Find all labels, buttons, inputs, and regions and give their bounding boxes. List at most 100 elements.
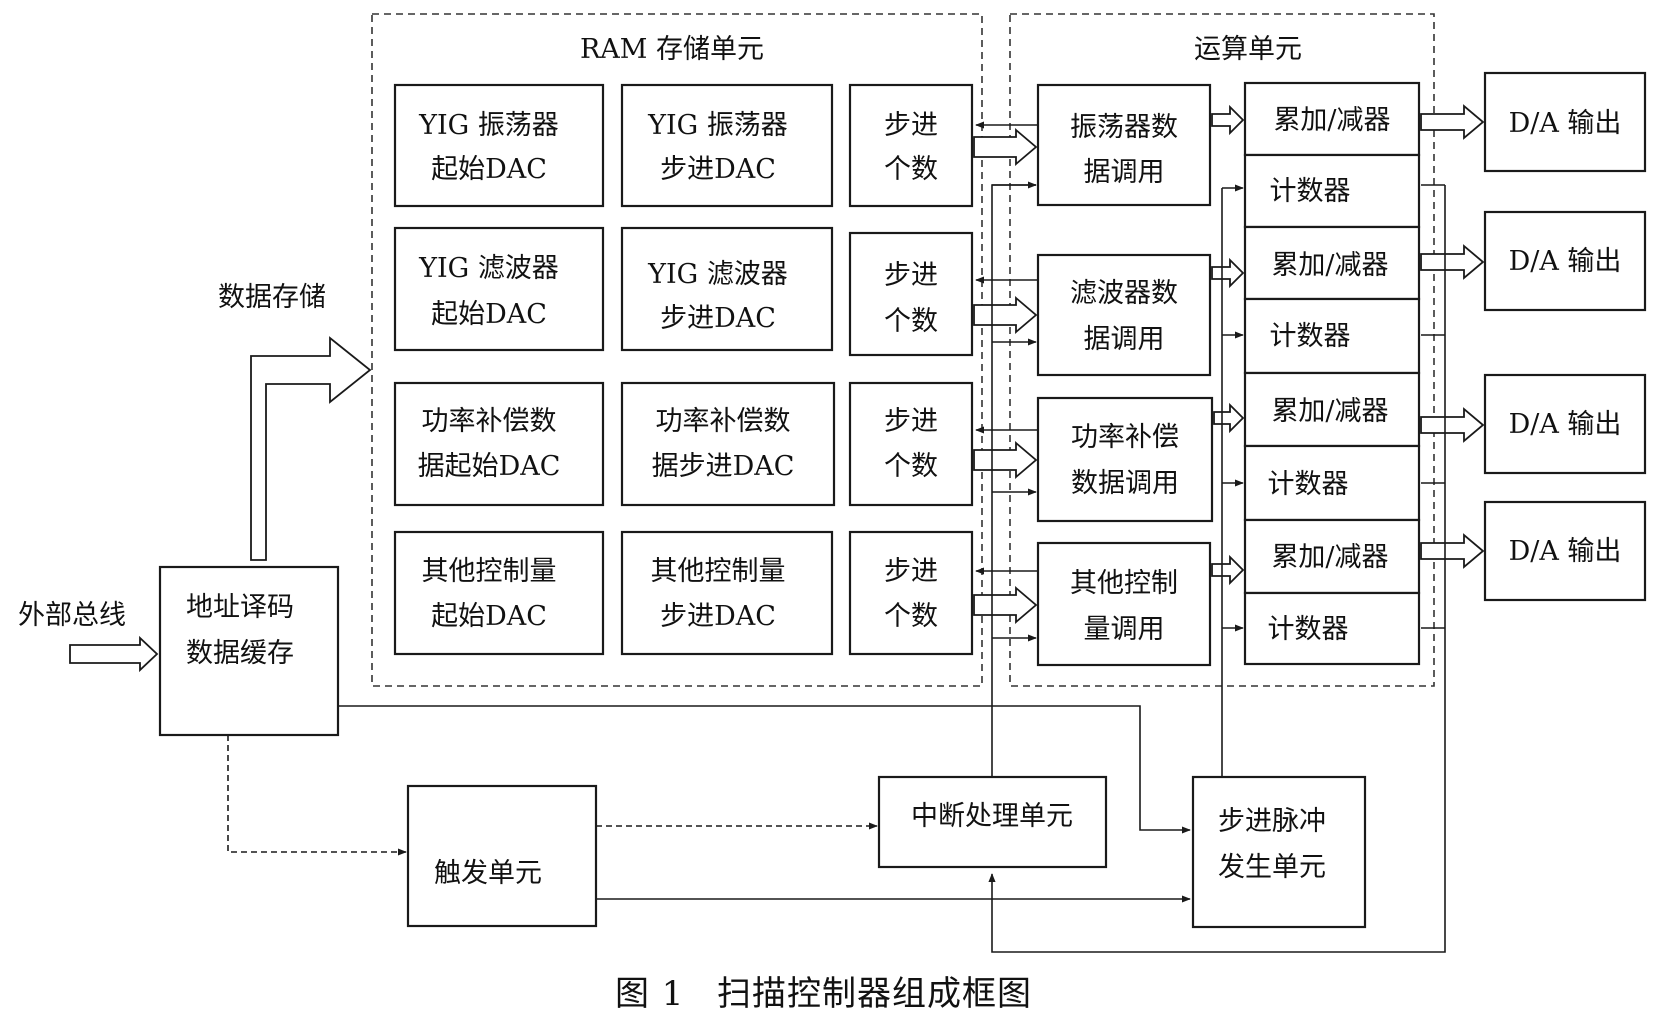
power-step-dac-box: [620, 381, 836, 507]
call-to-accumulator-arrow-3: [1213, 402, 1245, 434]
counter-box-2: [1243, 297, 1421, 375]
data-store-label: 数据存储: [218, 282, 326, 313]
other-data-call-box: [1036, 541, 1212, 667]
power-start-dac-line1: 功率补偿数: [422, 406, 557, 437]
data-store-arrow: [250, 336, 372, 561]
accumulator-label-1: 累加/减器: [1273, 105, 1390, 136]
oscillator-step-count-line1: 步进: [884, 110, 938, 141]
step-pulse-unit-line2: 发生单元: [1218, 852, 1326, 883]
oscillator-start-dac-line1: YIG 振荡器: [418, 110, 559, 141]
accumulator-label-4: 累加/减器: [1271, 542, 1388, 573]
oscillator-data-call-box: [1036, 83, 1212, 207]
accumulator-box-1: [1243, 81, 1421, 157]
oscillator-start-dac-box: [393, 83, 605, 208]
da-output-box-2: [1483, 210, 1647, 312]
decoder-to-trigger-wire: [227, 735, 407, 856]
accumulator-to-da-arrow-4: [1420, 533, 1485, 569]
accumulator-to-da-arrow-1: [1420, 104, 1485, 140]
step-pulse-unit-line1: 步进脉冲: [1218, 806, 1326, 837]
oscillator-data-call-line1: 振荡器数: [1070, 112, 1178, 143]
other-start-dac-line2: 起始DAC: [431, 601, 547, 632]
oscillator-data-call-line2: 据调用: [1084, 157, 1165, 188]
call-to-accumulator-arrow-4: [1211, 554, 1245, 586]
ram-row-power-compensation: 功率补偿数 据起始DAC 功率补偿数 据步进DAC 步进 个数: [393, 381, 974, 507]
power-data-call-line2: 数据调用: [1071, 468, 1179, 499]
power-step-dac-line2: 据步进DAC: [652, 451, 795, 482]
filter-step-count-box: [848, 231, 974, 357]
ram-to-power-call-arrow: [973, 441, 1038, 479]
oscillator-step-dac-line2: 步进DAC: [660, 154, 776, 185]
power-data-call-box: [1036, 396, 1214, 523]
trigger-unit-label: 触发单元: [434, 858, 542, 889]
other-step-dac-box: [620, 530, 834, 656]
oscillator-step-count-box: [848, 83, 974, 208]
oscillator-step-count-line2: 个数: [884, 154, 938, 185]
counter-label-4: 计数器: [1268, 614, 1349, 645]
power-start-dac-line2: 据起始DAC: [418, 451, 561, 482]
ram-row-filter: YIG 滤波器 起始DAC YIG 滤波器 步进DAC 步进 个数: [393, 226, 974, 357]
power-data-call-line1: 功率补偿: [1071, 422, 1179, 453]
ram-to-other-call-arrow: [973, 586, 1038, 624]
figure-number: 图 1: [615, 974, 684, 1014]
other-start-dac-line1: 其他控制量: [422, 556, 557, 587]
da-output-label-1: D/A 输出: [1509, 108, 1622, 139]
decoder-to-pulse-wire: [338, 705, 1191, 834]
call-to-accumulator-arrow-1: [1211, 104, 1245, 136]
ram-storage-title: RAM 存储单元: [580, 34, 764, 65]
ram-row-other-control: 其他控制量 起始DAC 其他控制量 步进DAC 步进 个数: [393, 530, 974, 656]
counter-box-4: [1243, 591, 1421, 666]
counter-label-2: 计数器: [1270, 321, 1351, 352]
oscillator-step-dac-line1: YIG 振荡器: [647, 110, 788, 141]
filter-data-call-box: [1036, 253, 1212, 377]
counter-box-3: [1243, 444, 1421, 522]
other-step-count-line2: 个数: [884, 601, 938, 632]
external-bus-arrow: [69, 635, 159, 673]
other-start-dac-box: [393, 530, 605, 656]
filter-data-call-line1: 滤波器数: [1070, 278, 1178, 309]
accumulator-box-3: [1243, 371, 1421, 448]
power-step-count-line2: 个数: [884, 451, 938, 482]
accumulator-label-2: 累加/减器: [1271, 250, 1388, 281]
ram-row-oscillator: YIG 振荡器 起始DAC YIG 振荡器 步进DAC 步进 个数: [393, 83, 974, 208]
accumulator-to-da-arrow-3: [1420, 407, 1485, 443]
oscillator-step-dac-box: [620, 83, 834, 208]
da-output-label-3: D/A 输出: [1509, 409, 1622, 440]
filter-start-dac-box: [393, 226, 605, 352]
address-decoder-line1: 地址译码: [186, 592, 294, 623]
counter-label-3: 计数器: [1268, 469, 1349, 500]
power-step-dac-line1: 功率补偿数: [656, 406, 791, 437]
other-step-dac-line2: 步进DAC: [660, 601, 776, 632]
power-step-count-line1: 步进: [884, 406, 938, 437]
other-step-count-box: [848, 530, 974, 656]
other-data-call-line2: 量调用: [1084, 614, 1165, 645]
ram-to-oscillator-call-arrow: [973, 128, 1038, 166]
interrupt-bus: [991, 184, 1036, 777]
compute-unit-title: 运算单元: [1194, 34, 1302, 65]
filter-start-dac-line2: 起始DAC: [431, 299, 547, 330]
other-data-call-line1: 其他控制: [1070, 568, 1178, 599]
interrupt-unit-label: 中断处理单元: [911, 801, 1073, 832]
filter-step-dac-line2: 步进DAC: [660, 303, 776, 334]
da-output-label-4: D/A 输出: [1509, 536, 1622, 567]
other-step-dac-line1: 其他控制量: [651, 556, 786, 587]
da-output-label-2: D/A 输出: [1509, 246, 1622, 277]
filter-start-dac-line1: YIG 滤波器: [418, 253, 559, 284]
ram-storage-region: [371, 13, 983, 687]
accumulator-counter-column: 累加/减器 计数器 累加/减器 计数器 累加/减器 计数器 累加/减器 计数器: [1243, 81, 1421, 666]
power-step-count-box: [848, 381, 974, 507]
accumulator-to-da-arrow-2: [1420, 244, 1485, 280]
da-output-box-1: [1483, 71, 1647, 173]
other-step-count-line1: 步进: [884, 556, 938, 587]
filter-data-call-line2: 据调用: [1084, 324, 1165, 355]
call-to-accumulator-arrow-2: [1211, 257, 1245, 289]
figure-title: 扫描控制器组成框图: [717, 974, 1032, 1014]
step-pulse-unit-box: [1191, 775, 1367, 929]
external-bus-label: 外部总线: [18, 600, 126, 631]
filter-step-count-line1: 步进: [884, 260, 938, 291]
filter-step-count-line2: 个数: [884, 306, 938, 337]
oscillator-start-dac-line2: 起始DAC: [431, 154, 547, 185]
filter-step-dac-line1: YIG 滤波器: [647, 259, 788, 290]
filter-step-dac-box: [620, 226, 834, 352]
accumulator-label-3: 累加/减器: [1271, 396, 1388, 427]
address-decoder-box: [158, 565, 340, 737]
